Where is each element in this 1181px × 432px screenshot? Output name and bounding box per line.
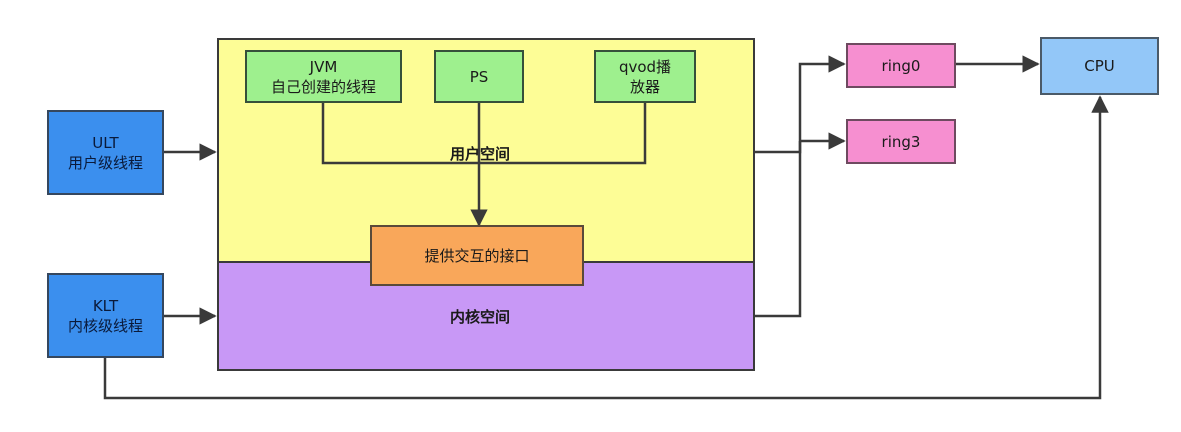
kernel-space-label: 内核空间 bbox=[449, 308, 510, 326]
jvm-node: JVM 自己创建的线程 bbox=[245, 50, 402, 103]
user-space-label: 用户空间 bbox=[449, 145, 510, 163]
ult-label: ULT bbox=[92, 133, 119, 152]
klt-node: KLT 内核级线程 bbox=[47, 273, 164, 358]
qvod-label: qvod播 bbox=[618, 57, 672, 76]
cpu-label: CPU bbox=[1084, 57, 1115, 75]
ps-node: PS bbox=[434, 50, 524, 103]
ring3-label: ring3 bbox=[881, 132, 921, 151]
ps-label: PS bbox=[469, 67, 489, 86]
interface-node: 提供交互的接口 bbox=[370, 225, 584, 286]
klt-sublabel: 内核级线程 bbox=[67, 316, 143, 335]
ring0-label: ring0 bbox=[881, 56, 921, 75]
user-space-to-rings-line bbox=[755, 55, 846, 154]
ult-node: ULT 用户级线程 bbox=[47, 110, 164, 195]
qvod-node: qvod播 放器 bbox=[594, 50, 696, 103]
cpu-node: CPU bbox=[1040, 37, 1159, 95]
ring0-node: ring0 bbox=[846, 43, 956, 88]
interface-label: 提供交互的接口 bbox=[424, 246, 530, 265]
kernel-space-to-rings-line bbox=[755, 141, 802, 318]
ring3-node: ring3 bbox=[846, 119, 956, 164]
jvm-label: JVM bbox=[309, 57, 338, 76]
ult-sublabel: 用户级线程 bbox=[67, 153, 143, 172]
klt-label: KLT bbox=[92, 296, 119, 315]
jvm-sublabel: 自己创建的线程 bbox=[270, 77, 376, 96]
qvod-sublabel: 放器 bbox=[629, 77, 660, 96]
